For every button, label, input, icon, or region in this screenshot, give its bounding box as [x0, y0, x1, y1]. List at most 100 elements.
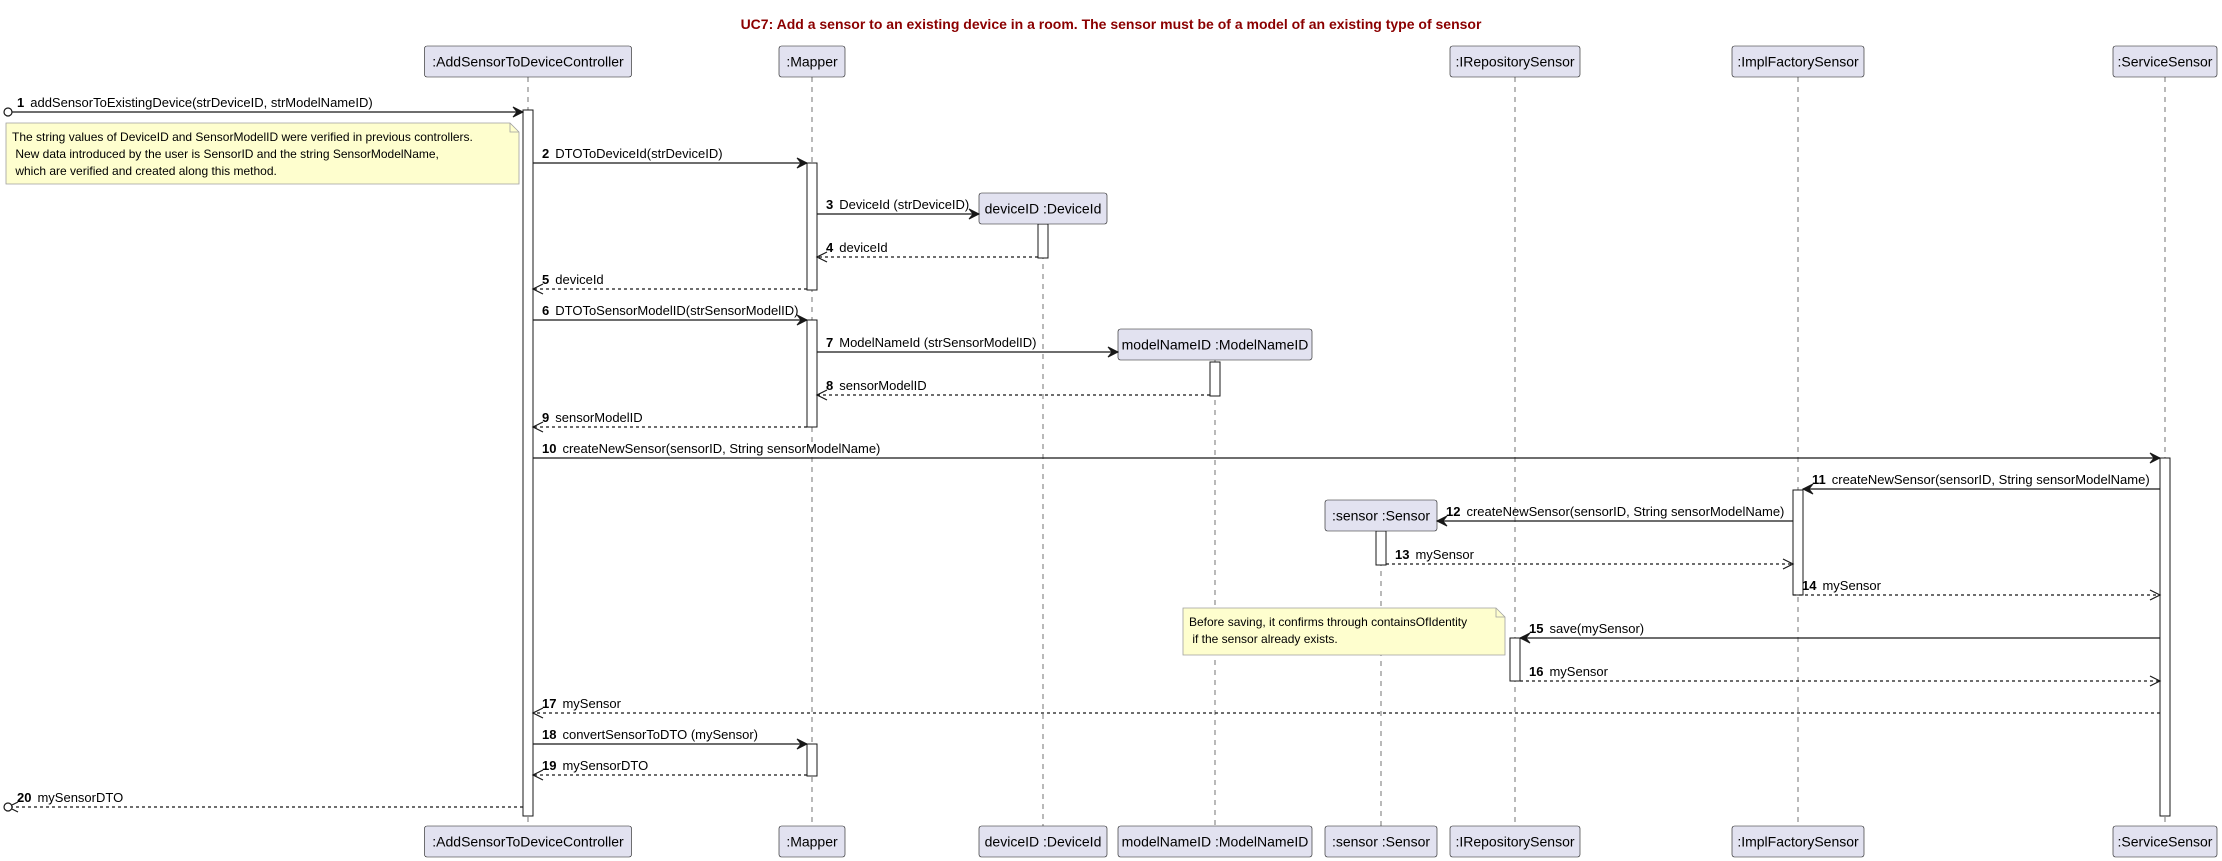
message-13: 13 mySensor: [1386, 547, 1795, 570]
arrow-head: [815, 251, 828, 263]
message-number: 19: [542, 758, 556, 773]
message-text: mySensorDTO: [562, 758, 648, 773]
message-17: 17 mySensor: [531, 696, 2160, 719]
participant-sensor-bottom: :sensor :Sensor: [1324, 825, 1438, 858]
participant-repo-bottom: :IRepositorySensor: [1449, 825, 1581, 858]
participant-sensor-top: :sensor :Sensor: [1324, 499, 1438, 532]
message-number: 12: [1446, 504, 1460, 519]
arrow-head: [796, 314, 809, 326]
participant-label: :Mapper: [786, 54, 838, 70]
participant-modelnameid-top: modelNameID :ModelNameID: [1117, 328, 1313, 361]
message-14: 14 mySensor: [1793, 578, 2162, 601]
external-endpoint: [3, 107, 13, 117]
activation-bar-controller: [522, 109, 534, 817]
activation-bar-factory: [1792, 489, 1804, 596]
message-text: mySensorDTO: [37, 790, 123, 805]
participant-label: :AddSensorToDeviceController: [432, 54, 624, 70]
message-text: deviceId: [839, 240, 887, 255]
message-number: 5: [542, 272, 549, 287]
arrow-head: [2149, 675, 2162, 687]
message-number: 11: [1812, 472, 1826, 487]
activation-bar-service: [2159, 457, 2171, 817]
message-text: mySensor: [1415, 547, 1474, 562]
message-number: 14: [1802, 578, 1817, 593]
participant-service-top: :ServiceSensor: [2112, 45, 2218, 78]
message-text: DTOToSensorModelID(strSensorModelID): [555, 303, 798, 318]
note-line: New data introduced by the user is Senso…: [12, 147, 439, 161]
activation-bar-repo: [1509, 637, 1521, 682]
note-1: The string values of DeviceID and Sensor…: [5, 122, 520, 185]
message-text: addSensorToExistingDevice(strDeviceID, s…: [30, 95, 372, 110]
activations-layer: [522, 109, 2171, 817]
message-text: deviceId: [555, 272, 603, 287]
participant-label: :ServiceSensor: [2118, 54, 2213, 70]
arrow-head: [1435, 515, 1448, 527]
message-text: mySensor: [562, 696, 621, 711]
activation-bar-mapper: [806, 743, 818, 777]
message-19: 19 mySensorDTO: [531, 758, 807, 781]
message-number: 20: [17, 790, 31, 805]
participant-label: :ImplFactorySensor: [1737, 54, 1859, 70]
message-number: 1: [17, 95, 24, 110]
participant-controller-top: :AddSensorToDeviceController: [424, 45, 632, 78]
messages-layer: 1 addSensorToExistingDevice(strDeviceID, …: [3, 95, 2162, 813]
message-label: 13 mySensor: [1395, 547, 1475, 562]
participant-label: :IRepositorySensor: [1455, 834, 1574, 850]
participant-label: :sensor :Sensor: [1332, 508, 1430, 524]
message-text: mySensor: [1822, 578, 1881, 593]
message-text: createNewSensor(sensorID, String sensorM…: [1466, 504, 1784, 519]
external-endpoint: [3, 802, 13, 812]
activation-bar-modelnameid: [1209, 361, 1221, 397]
participant-label: deviceID :DeviceId: [985, 834, 1102, 850]
arrow-head: [1518, 632, 1531, 644]
arrow-head: [815, 389, 828, 401]
participants-layer: :AddSensorToDeviceController:AddSensorTo…: [424, 45, 2218, 858]
message-number: 9: [542, 410, 549, 425]
activation-bar-deviceid: [1037, 223, 1049, 259]
message-number: 3: [826, 197, 833, 212]
message-label: 19 mySensorDTO: [542, 758, 648, 773]
arrow-head: [2149, 589, 2162, 601]
arrow-head: [796, 157, 809, 169]
note-line: which are verified and created along thi…: [12, 164, 277, 178]
message-12: 12 createNewSensor(sensorID, String senso…: [1435, 504, 1793, 527]
note-line: if the sensor already exists.: [1189, 632, 1338, 646]
participant-factory-top: :ImplFactorySensor: [1731, 45, 1865, 78]
message-label: 14 mySensor: [1802, 578, 1882, 593]
message-5: 5 deviceId: [531, 272, 807, 295]
message-number: 8: [826, 378, 833, 393]
activation-bar-mapper: [806, 162, 818, 291]
message-11: 11 createNewSensor(sensorID, String senso…: [1801, 472, 2160, 495]
message-label: 5 deviceId: [542, 272, 604, 287]
participant-label: :ImplFactorySensor: [1737, 834, 1859, 850]
participant-label: modelNameID :ModelNameID: [1122, 834, 1309, 850]
participant-label: modelNameID :ModelNameID: [1122, 337, 1309, 353]
message-number: 13: [1395, 547, 1409, 562]
participant-label: :ServiceSensor: [2118, 834, 2213, 850]
message-number: 10: [542, 441, 556, 456]
message-number: 17: [542, 696, 556, 711]
participant-mapper-top: :Mapper: [778, 45, 846, 78]
message-text: sensorModelID: [555, 410, 642, 425]
participant-service-bottom: :ServiceSensor: [2112, 825, 2218, 858]
participant-label: deviceID :DeviceId: [985, 201, 1102, 217]
participant-modelnameid-bottom: modelNameID :ModelNameID: [1117, 825, 1313, 858]
message-number: 2: [542, 146, 549, 161]
arrow-head: [2149, 452, 2162, 464]
message-20: 20 mySensorDTO: [3, 790, 523, 813]
message-text: createNewSensor(sensorID, String sensorM…: [1832, 472, 2150, 487]
